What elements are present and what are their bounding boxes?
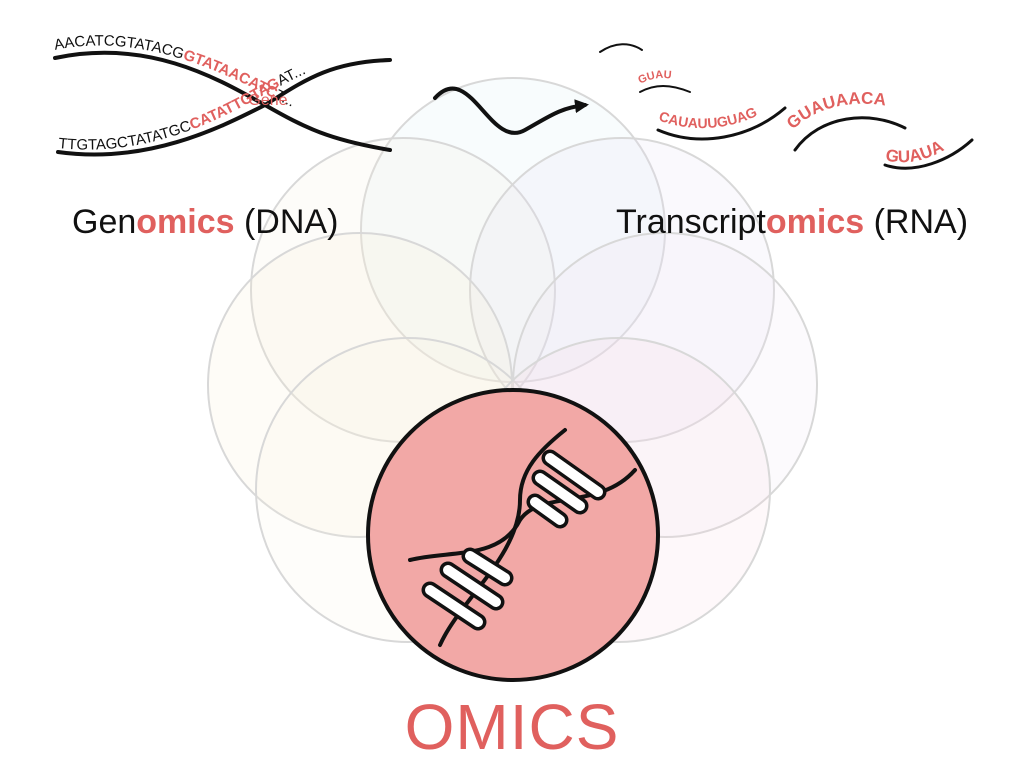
rna-strand-2 [656, 106, 787, 141]
rna-fragment-2: CAUAUUGUAG [657, 103, 759, 131]
gene-label: Gene [248, 92, 287, 109]
transcriptomics-suffix: (RNA) [864, 203, 969, 241]
genomics-label: Genomics (DNA) [72, 203, 338, 242]
omics-title: OMICS [404, 691, 620, 763]
genomics-suffix: (DNA) [234, 203, 339, 241]
transcriptomics-highlight: omics [765, 203, 865, 241]
genomics-prefix: Gen [72, 203, 137, 241]
dna-strand-top [53, 50, 392, 152]
transcriptomics-label: Transcriptomics (RNA) [616, 203, 968, 242]
dna-sequences: AACATCGTATACGGTATAACATCT... TTGTAGCTATAT… [53, 32, 308, 153]
rna-fragments [599, 43, 974, 170]
rna-fragment-1: GUAU [636, 69, 672, 87]
helix-rungs-inner [425, 453, 603, 627]
dna-strands [53, 50, 392, 157]
wavy-arrow-icon [433, 86, 589, 135]
transcriptomics-prefix: Transcript [616, 203, 766, 241]
dna-double-helix-icon [408, 428, 637, 647]
rna-strand-3 [793, 116, 907, 152]
rna-arc-small [599, 43, 643, 53]
dna-strand-bottom [56, 58, 392, 157]
genomics-highlight: omics [136, 203, 235, 241]
rna-strand-4 [883, 138, 974, 170]
rna-fragment-3: GUAUAACA [783, 89, 887, 133]
rna-strand-1 [639, 85, 691, 93]
